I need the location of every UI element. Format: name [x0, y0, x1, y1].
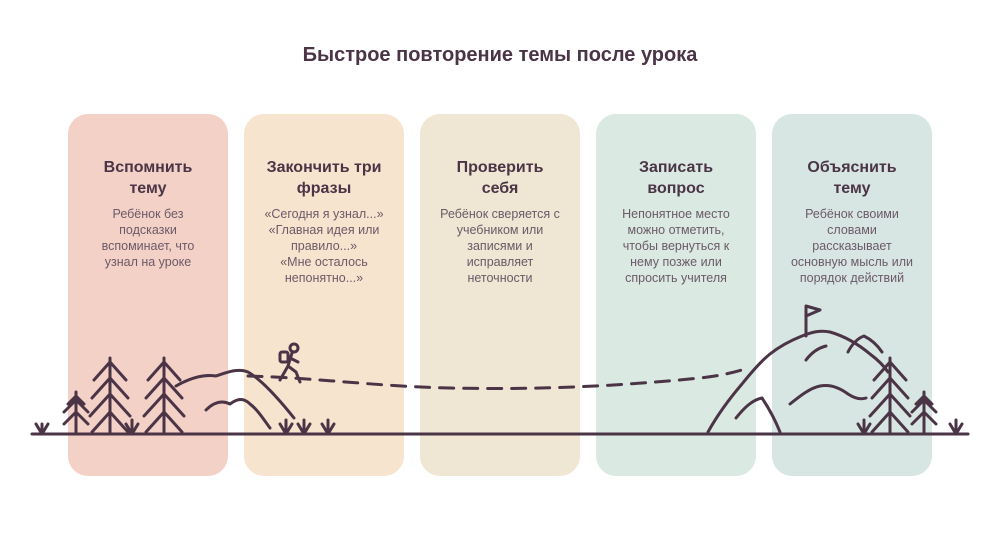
pine-tree-icon	[868, 356, 912, 436]
flag-icon	[804, 304, 822, 338]
step-card-3: Проверить себя Ребёнок сверяется с учебн…	[420, 114, 580, 476]
pine-tree-icon	[142, 356, 186, 436]
grass-icon	[856, 418, 964, 436]
step-title: Проверить себя	[456, 159, 544, 197]
step-title: Вспомнить тему	[103, 159, 193, 197]
step-card-4: Записать вопрос Непонятное место можно о…	[596, 114, 756, 476]
dashed-trail	[246, 366, 750, 391]
step-card-1: Вспомнить тему Ребёнок без подсказки всп…	[68, 114, 228, 476]
step-description: «Сегодня я узнал...» «Главная идея или п…	[264, 207, 384, 285]
page-title: Быстрое повторение темы после урока	[302, 44, 698, 66]
pine-tree-icon	[88, 356, 132, 436]
mountain-icon	[174, 368, 296, 430]
step-description: Ребёнок без подсказки вспоминает, что уз…	[101, 207, 195, 269]
step-title: Объяснить тему	[807, 159, 897, 197]
pine-tree-icon	[910, 390, 938, 436]
step-title: Закончить три фразы	[266, 159, 382, 197]
pine-tree-icon	[62, 390, 90, 436]
step-description: Ребёнок своими словами рассказывает осно…	[790, 207, 914, 285]
mountain-icon	[706, 329, 890, 434]
hiker-icon	[278, 342, 302, 384]
step-title: Записать вопрос	[638, 159, 714, 197]
step-card-5: Объяснить тему Ребёнок своими словами ра…	[772, 114, 932, 476]
grass-icon	[34, 418, 336, 436]
step-description: Непонятное место можно отметить, чтобы в…	[622, 207, 730, 285]
step-card-2: Закончить три фразы «Сегодня я узнал...»…	[244, 114, 404, 476]
step-description: Ребёнок сверяется с учебником или запися…	[440, 207, 560, 285]
